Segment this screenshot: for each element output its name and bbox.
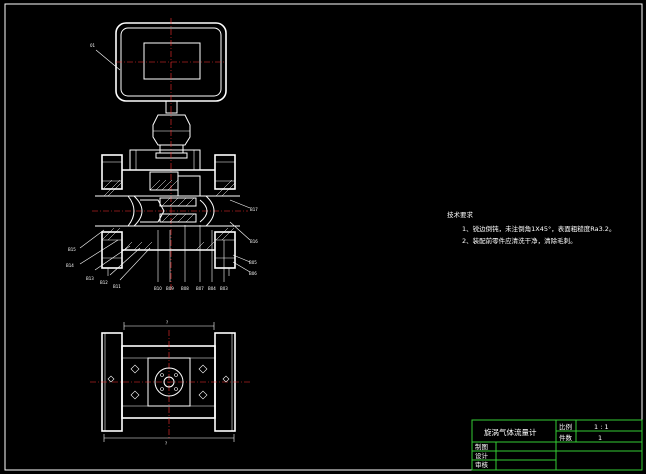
callout-b03: B03 (220, 286, 228, 291)
callout-b15: B15 (68, 247, 76, 252)
title-review-label: 审核 (475, 460, 489, 469)
drawing-border (4, 3, 643, 471)
callout-b14: B14 (66, 263, 74, 268)
tech-requirements: 技术要求 1、锐边倒钝，未注倒角1X45°，表面粗糙度Ra3.2。 2、装配前零… (447, 210, 615, 245)
leader-lines (79, 199, 251, 282)
title-drawing-name: 旋涡气体流量计 (484, 427, 537, 437)
title-scale-value: 1 : 1 (594, 423, 609, 431)
callout-b13: B13 (86, 276, 94, 281)
display-head: 01 (90, 18, 227, 108)
callout-display: 01 (90, 43, 96, 48)
tech-req-item-1: 1、锐边倒钝，未注倒角1X45°，表面粗糙度Ra3.2。 (462, 224, 615, 233)
title-qty-label: 件数 (559, 433, 573, 442)
tech-req-item-2: 2、装配前零件应清洗干净，清除毛刺。 (462, 236, 577, 245)
callout-b05: B05 (249, 260, 257, 265)
flowmeter-section (92, 149, 248, 276)
callout-b11: B11 (113, 284, 121, 289)
dim-bottom: ? (165, 441, 167, 446)
dim-top: ? (166, 320, 168, 325)
title-drawn-label: 制图 (475, 442, 488, 451)
callout-b17: B17 (250, 207, 258, 212)
callout-b06: B06 (249, 271, 257, 276)
callout-b09: B09 (166, 286, 174, 291)
callout-b08: B08 (181, 286, 189, 291)
title-scale-label: 比例 (559, 422, 572, 431)
title-qty-value: 1 (598, 434, 602, 442)
callout-b10: B10 (154, 286, 162, 291)
callout-b16: B16 (250, 239, 258, 244)
callout-b04: B04 (208, 286, 216, 291)
title-design-label: 设计 (475, 451, 489, 460)
coupling (152, 100, 191, 290)
callout-b07: B07 (196, 286, 204, 291)
title-block: 旋涡气体流量计 比例 1 : 1 件数 1 制图 设计 审核 (471, 419, 643, 471)
tech-req-title: 技术要求 (447, 210, 474, 219)
callout-b12: B12 (100, 280, 108, 285)
flowmeter-plan-view: ? ? (90, 320, 250, 446)
section-callouts: B17 B16 B05 B06 B15 B14 B13 B12 B11 B10 … (66, 207, 258, 291)
